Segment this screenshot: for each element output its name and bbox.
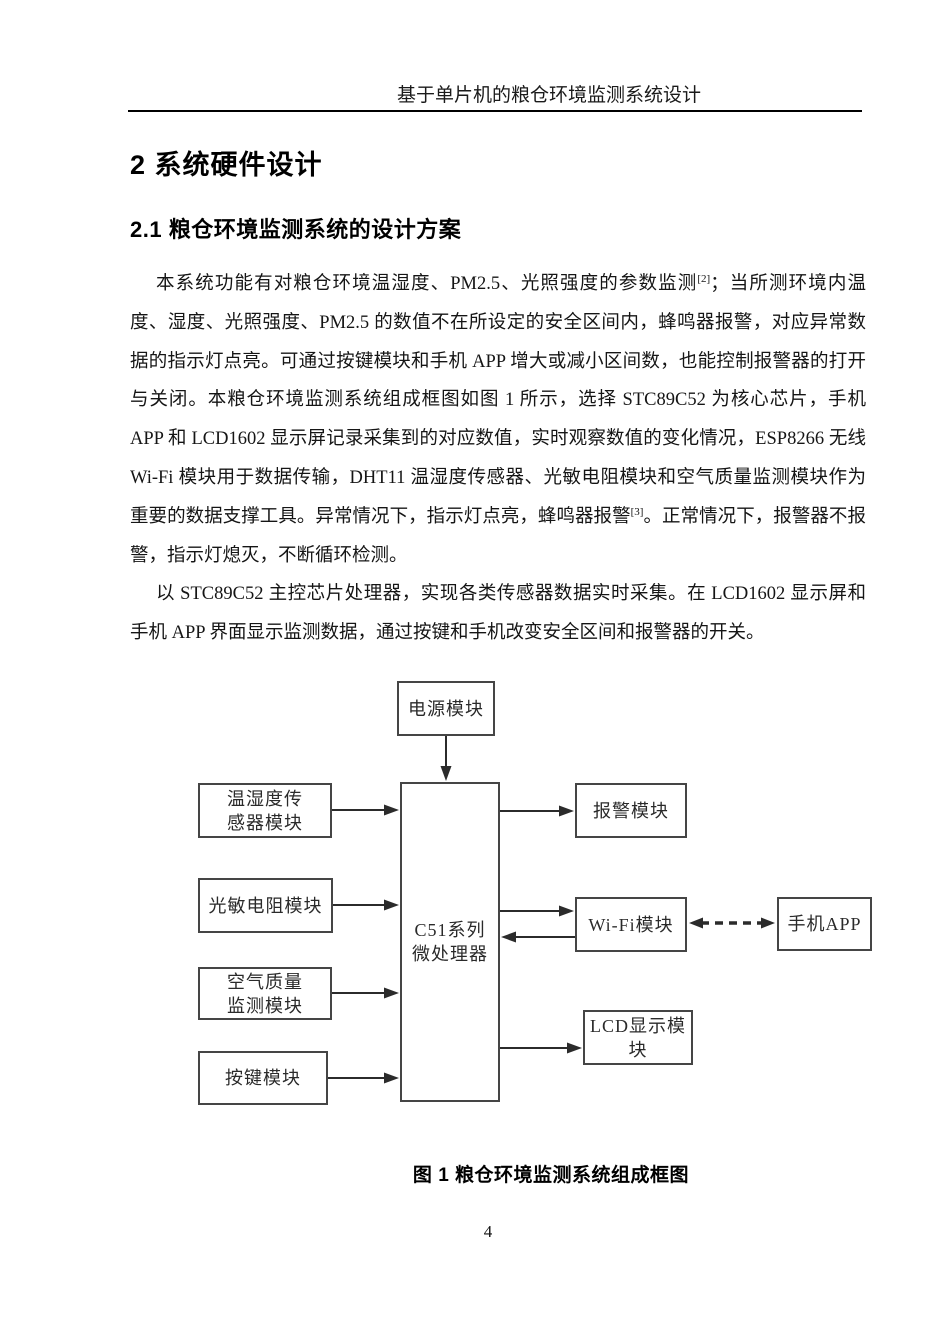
citation-ref-3: [3]	[630, 505, 644, 518]
diagram-box-key-module: 按键模块	[198, 1051, 328, 1105]
diagram-box-power-module: 电源模块	[397, 681, 495, 736]
arrow-temphum-to-mcu	[332, 804, 399, 816]
arrow-photo-to-mcu	[333, 899, 399, 911]
page-number: 4	[483, 1222, 493, 1241]
header-title: 基于单片机的粮仓环境监测系统设计	[396, 85, 701, 106]
subsection-heading: 2.1 粮仓环境监测系统的设计方案	[130, 217, 462, 242]
paragraph-1-text-a: 本系统功能有对粮仓环境温湿度、PM2.5、光照强度的参数监测	[156, 274, 698, 294]
diagram-box-phone-app: 手机APP	[777, 897, 872, 951]
arrow-airq-to-mcu	[332, 987, 399, 999]
diagram-box-photoresistor-module: 光敏电阻模块	[198, 878, 333, 933]
header-rule	[128, 110, 862, 112]
arrow-wifi-phone-dashed	[689, 917, 775, 929]
diagram-box-wifi-module: Wi-Fi模块	[575, 897, 687, 952]
paragraph-2: 以 STC89C52 主控芯片处理器，实现各类传感器数据实时采集。在 LCD16…	[130, 584, 866, 644]
diagram-box-c51-microprocessor: C51系列 微处理器	[400, 782, 500, 1102]
paragraph-1-text-c: 。正常情况下，报警器不报警，指示灯熄灭，不断循环检测。	[130, 506, 866, 566]
body-text: 本系统功能有对粮仓环境温湿度、PM2.5、光照强度的参数监测[2]；当所测环境内…	[130, 265, 866, 653]
diagram-box-lcd-display-module: LCD显示模块	[583, 1010, 693, 1065]
diagram-box-temp-humidity-sensor: 温湿度传 感器模块	[198, 783, 332, 838]
arrow-mcu-to-wifi	[500, 905, 574, 917]
arrow-key-to-mcu	[328, 1072, 399, 1084]
paragraph-1-text-b: ；当所测环境内温度、湿度、光照强度、PM2.5 的数值不在所设定的安全区间内，蜂…	[130, 274, 866, 527]
citation-ref-2: [2]	[697, 272, 711, 285]
figure-caption: 图 1 粮仓环境监测系统组成框图	[412, 1165, 690, 1186]
arrow-wifi-to-mcu	[501, 931, 575, 943]
arrow-mcu-to-lcd	[500, 1042, 582, 1054]
paragraph-1: 本系统功能有对粮仓环境温湿度、PM2.5、光照强度的参数监测[2]；当所测环境内…	[130, 265, 866, 575]
arrow-power-to-mcu	[440, 736, 452, 781]
diagram-box-air-quality-module: 空气质量 监测模块	[198, 967, 332, 1020]
section-heading: 2 系统硬件设计	[130, 150, 323, 180]
arrow-mcu-to-alarm	[500, 805, 574, 817]
diagram-box-alarm-module: 报警模块	[575, 783, 687, 838]
